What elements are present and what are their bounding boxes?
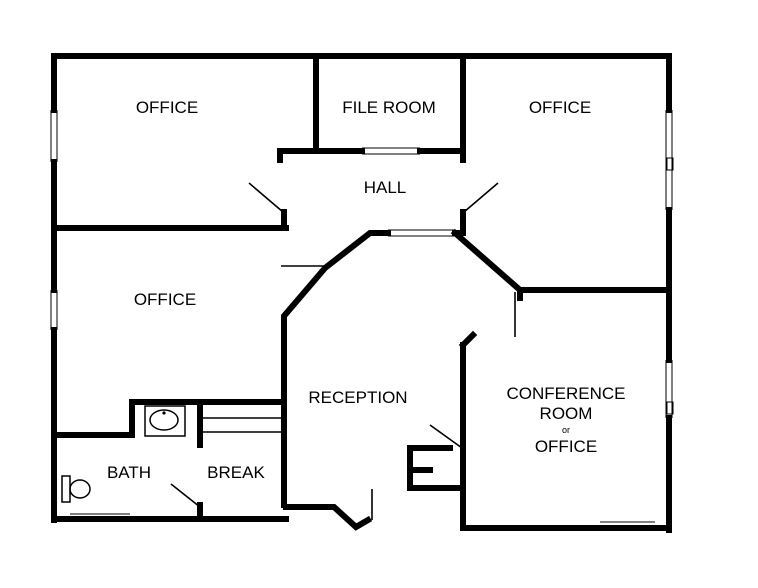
sink-icon: [144, 405, 186, 437]
label-conference-line2: ROOM: [540, 404, 593, 423]
label-reception: RECEPTION: [308, 388, 407, 407]
label-office-top-right: OFFICE: [529, 98, 591, 117]
label-conference-line1: CONFERENCE: [506, 384, 625, 403]
outer-walls: [51, 53, 672, 533]
label-office-mid-left: OFFICE: [134, 290, 196, 309]
room-labels: OFFICE FILE ROOM OFFICE HALL OFFICE RECE…: [107, 98, 626, 482]
interior-walls: [51, 53, 672, 531]
label-file-room: FILE ROOM: [342, 98, 436, 117]
windows: [50, 110, 674, 523]
door-swings: [170, 182, 516, 520]
toilet-icon: [61, 475, 91, 503]
label-hall: HALL: [364, 178, 407, 197]
label-break: BREAK: [207, 463, 265, 482]
label-office-top-left: OFFICE: [136, 98, 198, 117]
break-counter: [203, 417, 283, 505]
label-bath: BATH: [107, 463, 151, 482]
label-conference-line3: OFFICE: [535, 437, 597, 456]
label-conference-or: or: [562, 425, 570, 435]
